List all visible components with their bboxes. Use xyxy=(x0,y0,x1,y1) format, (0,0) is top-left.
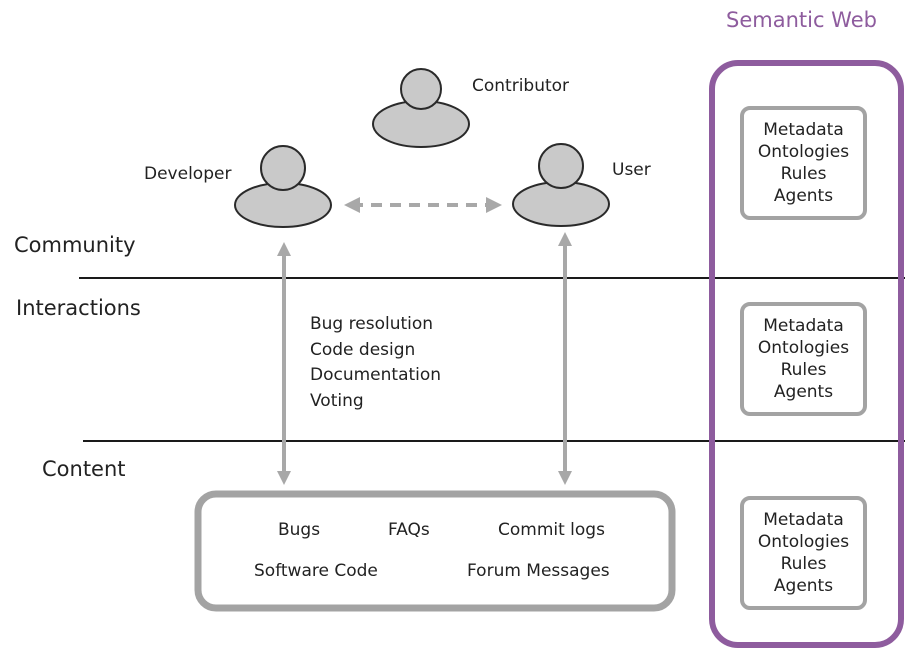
content-item-commit-logs: Commit logs xyxy=(498,520,605,540)
layer-label-interactions: Interactions xyxy=(16,296,141,320)
panel-item-ontologies: Ontologies xyxy=(757,532,850,552)
panel-item-agents: Agents xyxy=(773,186,834,206)
panel-item-metadata: Metadata xyxy=(763,316,844,336)
developer-label: Developer xyxy=(144,164,232,184)
interaction-item: Bug resolution xyxy=(310,314,434,334)
panel-item-agents: Agents xyxy=(773,576,834,596)
content-box xyxy=(194,490,676,612)
interaction-item: Code design xyxy=(310,339,416,360)
user-person-icon xyxy=(512,143,610,227)
contributor-label: Contributor xyxy=(472,76,570,96)
semantic-web-panel-content: Metadata Ontologies Rules Agents xyxy=(740,496,867,610)
semantic-web-frame xyxy=(709,60,904,648)
interaction-item: Voting xyxy=(310,390,364,411)
user-label: User xyxy=(612,160,651,180)
interaction-item: Documentation xyxy=(310,365,442,385)
content-item-faqs: FAQs xyxy=(388,520,430,540)
content-item-software-code: Software Code xyxy=(254,561,378,581)
panel-item-rules: Rules xyxy=(780,554,827,574)
semantic-web-panel-community: Metadata Ontologies Rules Agents xyxy=(740,106,867,220)
panel-item-rules: Rules xyxy=(780,164,827,184)
layer-label-community: Community xyxy=(14,233,136,257)
content-item-forum-messages: Forum Messages xyxy=(467,561,610,581)
panel-item-agents: Agents xyxy=(773,382,834,402)
contributor-person-icon xyxy=(372,68,470,148)
panel-item-ontologies: Ontologies xyxy=(757,338,850,358)
semantic-web-panel-interactions: Metadata Ontologies Rules Agents xyxy=(740,302,867,416)
panel-item-ontologies: Ontologies xyxy=(757,142,850,162)
panel-item-rules: Rules xyxy=(780,360,827,380)
panel-item-metadata: Metadata xyxy=(763,120,844,140)
interaction-list: Bug resolution Code design Documentation… xyxy=(310,312,441,414)
developer-person-icon xyxy=(234,145,332,228)
panel-item-metadata: Metadata xyxy=(763,510,844,530)
layer-label-content: Content xyxy=(42,457,126,481)
semantic-web-title: Semantic Web xyxy=(726,8,877,32)
content-item-bugs: Bugs xyxy=(278,520,321,540)
